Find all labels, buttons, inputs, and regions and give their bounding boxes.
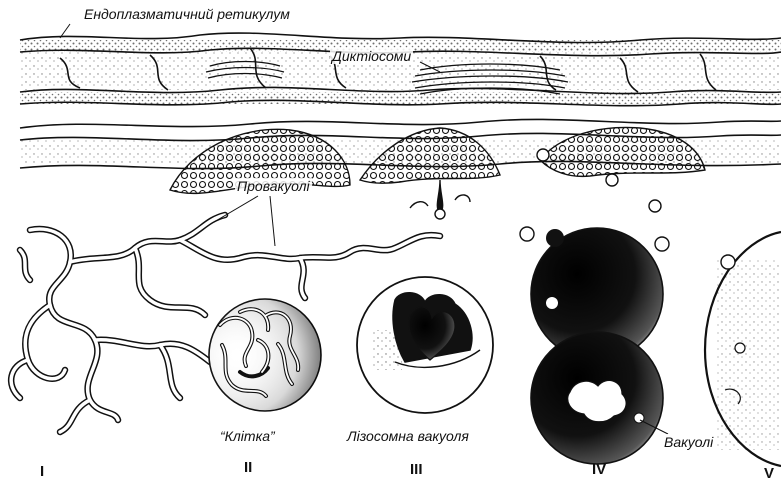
- cage-label: “Клітка”: [218, 428, 277, 444]
- stage-label-1: I: [40, 464, 44, 480]
- provacuole-mesh-3: [540, 127, 705, 176]
- vacuoles-label: Вакуолі: [662, 434, 715, 450]
- er-label: Ендоплазматичний ретикулум: [82, 6, 292, 22]
- dictyosomes-label: Диктіосоми: [330, 48, 413, 64]
- stage-label-3: III: [410, 462, 423, 478]
- stage-label-2: II: [244, 460, 252, 476]
- central-vacuole: [705, 232, 781, 466]
- provacuoles-leaders: [214, 196, 275, 246]
- stage-label-4: IV: [592, 462, 606, 478]
- dark-vacuoles: [531, 228, 668, 464]
- stage-label-5: V: [764, 466, 774, 482]
- lysosomal-vacuole: [357, 277, 493, 413]
- er-ribosomes-lower-edge: [20, 92, 781, 104]
- cage-structure: [209, 299, 321, 411]
- lysosomal-vacuole-label: Лізосомна вакуоля: [345, 428, 471, 444]
- provacuoles-label: Провакуолі: [235, 178, 312, 194]
